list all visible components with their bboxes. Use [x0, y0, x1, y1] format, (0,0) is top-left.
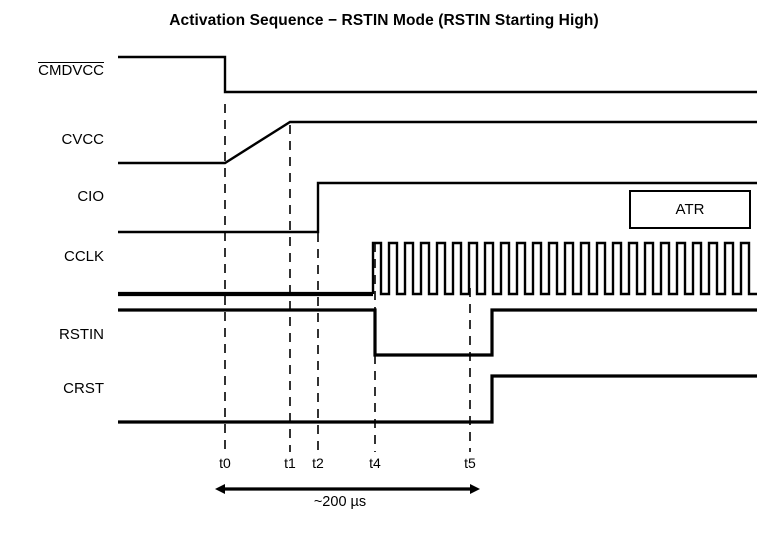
signal-label-cclk: CCLK: [63, 248, 104, 265]
waveform-cclk-burst: [371, 241, 757, 296]
signal-label-cvcc: CVCC: [61, 131, 104, 148]
waveform-rstin: [118, 308, 757, 357]
waveform-crst: [118, 374, 757, 424]
time-marker-label-t5: t5: [464, 455, 476, 471]
time-marker-label-t0: t0: [219, 455, 231, 471]
signal-label-rstin: RSTIN: [59, 326, 104, 343]
waveform-cvcc: [118, 120, 757, 165]
time-marker-lines: [224, 104, 471, 452]
signal-label-crst: CRST: [63, 380, 104, 397]
atr-box: ATR: [629, 190, 751, 229]
signal-label-cmdvcc-text: CMDVCC: [38, 62, 104, 79]
time-marker-label-t2: t2: [312, 455, 324, 471]
waveform-cio: [118, 181, 757, 234]
signal-label-cmdvcc: CMDVCC: [4, 62, 104, 79]
time-marker-label-t1: t1: [284, 455, 296, 471]
atr-box-label: ATR: [675, 201, 705, 218]
duration-annotation: ~200 µs: [313, 494, 367, 510]
signal-label-cio: CIO: [77, 188, 104, 205]
time-marker-label-t4: t4: [369, 455, 381, 471]
waveform-cmdvcc: [118, 55, 757, 94]
page-title: Activation Sequence − RSTIN Mode (RSTIN …: [169, 12, 599, 29]
